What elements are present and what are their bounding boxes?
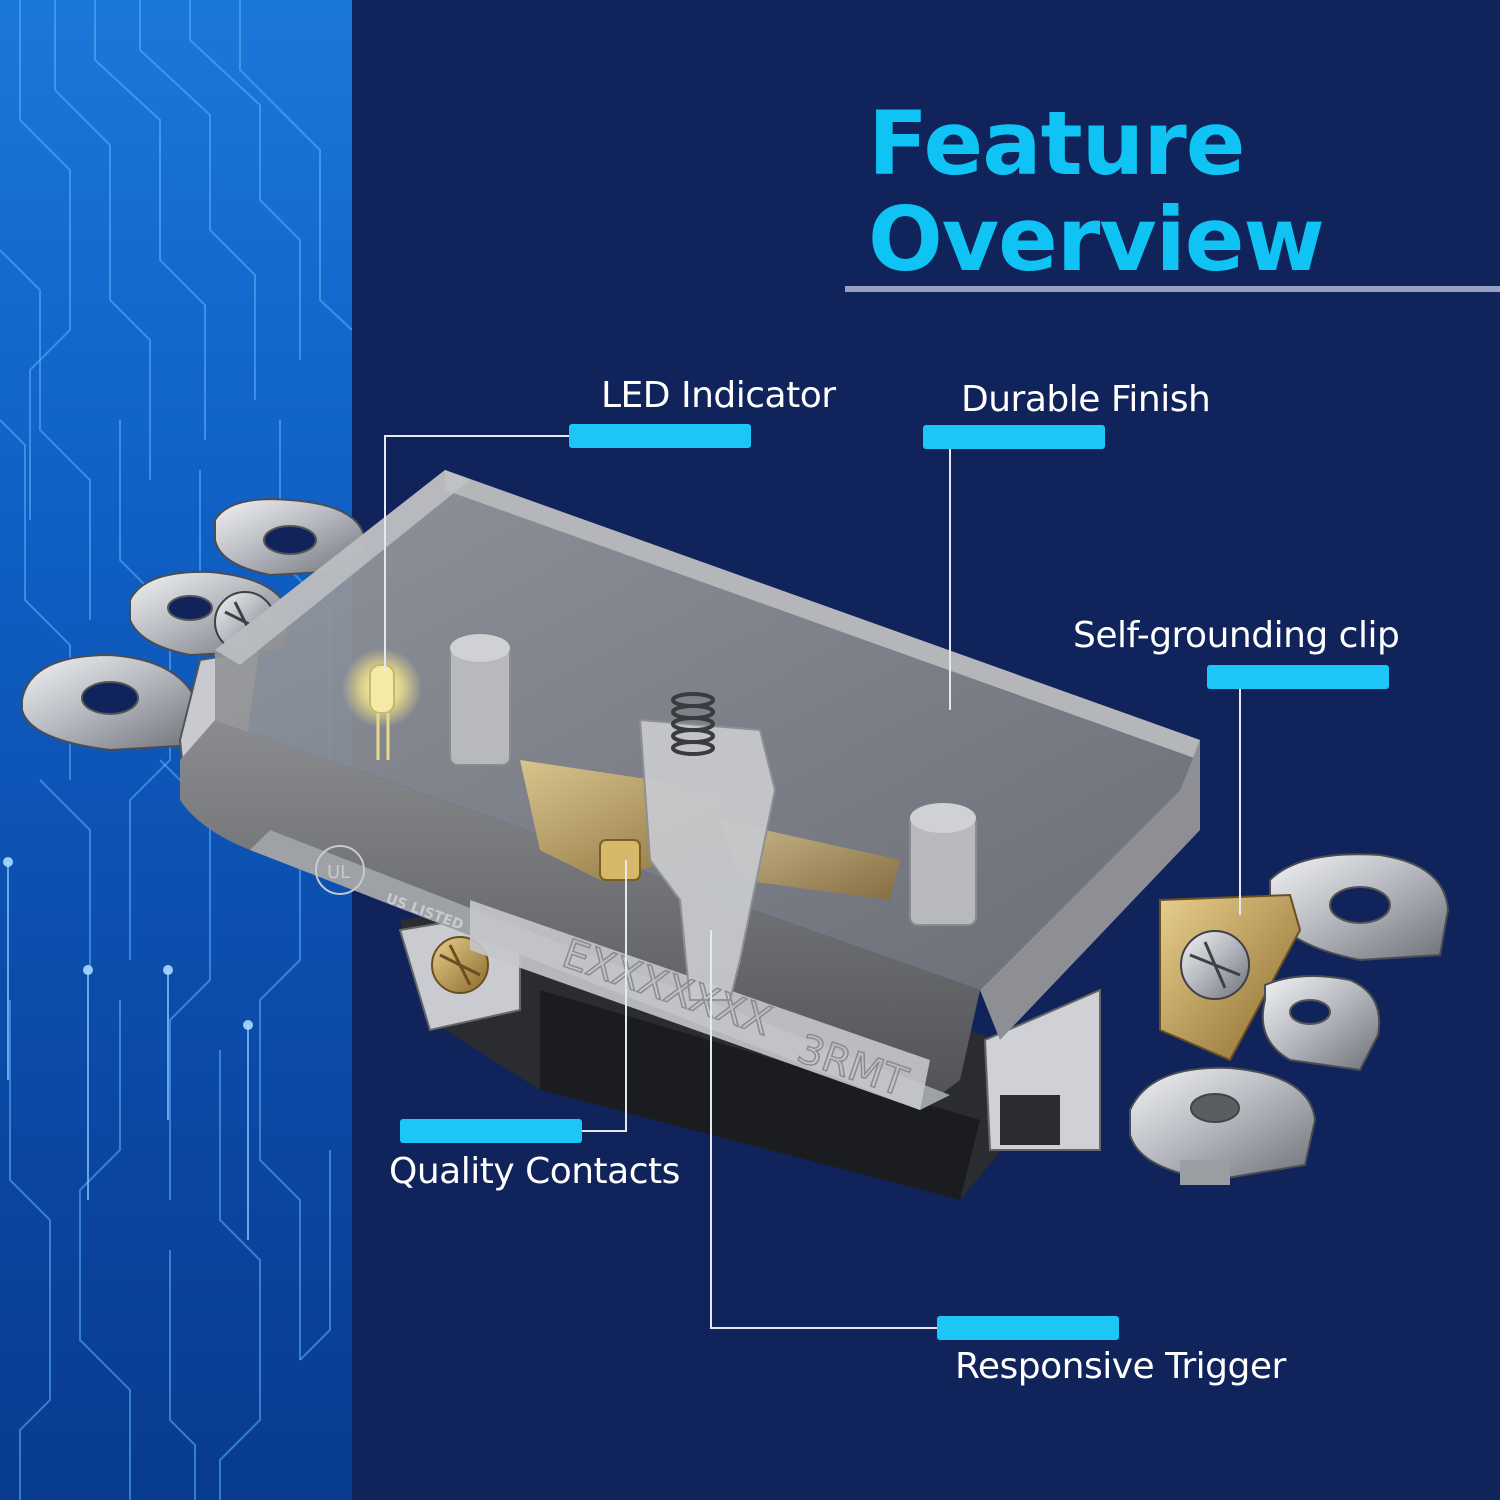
trigger-mechanism (638, 692, 777, 1001)
led-indicator-leader (384, 435, 600, 672)
responsive-trigger-label: Responsive Trigger (955, 1346, 1286, 1387)
housing-front-face (180, 720, 980, 1110)
led-indicator-bar (569, 424, 751, 448)
callout-leader-lines (384, 435, 1241, 1329)
ul-mark: UL (327, 862, 350, 883)
led-component (342, 648, 422, 760)
internal-posts (449, 634, 977, 926)
self-grounding-clip-bar (1207, 665, 1389, 689)
self-grounding-clip-label: Self-grounding clip (1073, 615, 1400, 656)
quality-contacts-bar (400, 1119, 582, 1143)
durable-finish-bar (923, 425, 1105, 449)
quality-contacts-leader (560, 860, 627, 1132)
quality-contacts-label: Quality Contacts (389, 1151, 680, 1192)
durable-finish-label: Durable Finish (961, 379, 1211, 420)
responsive-trigger-bar (937, 1316, 1119, 1340)
page-title-line-2: Overview (868, 188, 1325, 291)
led-indicator-label: LED Indicator (601, 375, 836, 416)
title-underline (845, 286, 1500, 292)
page-title-line-1: Feature (868, 92, 1245, 195)
responsive-trigger-leader (710, 930, 950, 1329)
right-mounting-strap (1129, 853, 1450, 1185)
